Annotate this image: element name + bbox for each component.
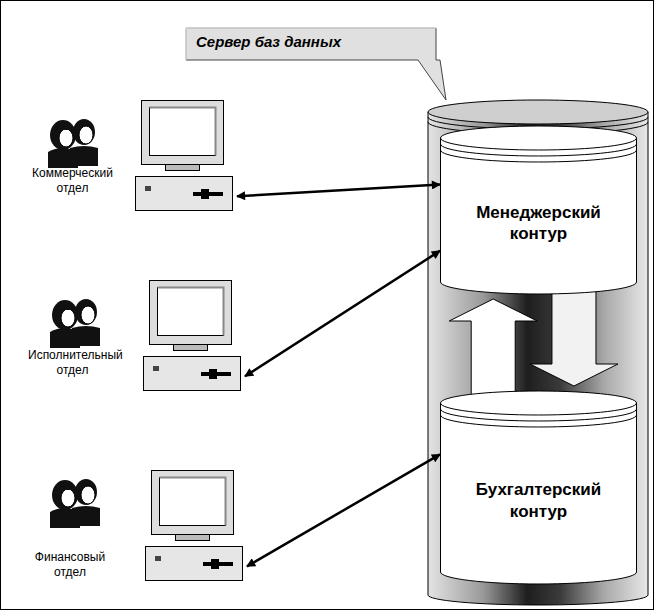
department-label: Коммерческий отдел (15, 166, 130, 196)
workstation: Финансовый отдел (145, 470, 245, 582)
database-cylinder: Менеджерский контур (440, 125, 637, 295)
computer-icon (143, 280, 243, 392)
callout-label: Сервер баз данных (196, 33, 341, 50)
link-arrow (237, 185, 440, 197)
block-arrow (449, 299, 537, 398)
block-arrow (530, 287, 618, 386)
link-arrow (245, 251, 440, 377)
computer-icon (145, 470, 245, 582)
callout-shape (186, 28, 446, 100)
department-label: Исполнительный отдел (20, 348, 125, 378)
server-cylinder (428, 100, 648, 605)
workstation: Коммерческий отдел (135, 100, 235, 212)
link-arrow (247, 454, 440, 566)
workstation: Исполнительный отдел (143, 280, 243, 392)
computer-icon (135, 100, 235, 212)
database-cylinder: Бухгалтерский контур (440, 390, 637, 585)
user-icons (48, 119, 100, 528)
department-label: Финансовый отдел (15, 550, 125, 580)
cylinder-label: Менеджерский контур (464, 202, 614, 245)
database-server: Сервер баз данныхМенеджерский контурБухг… (428, 100, 648, 605)
cylinder-label: Бухгалтерский контур (464, 479, 614, 522)
